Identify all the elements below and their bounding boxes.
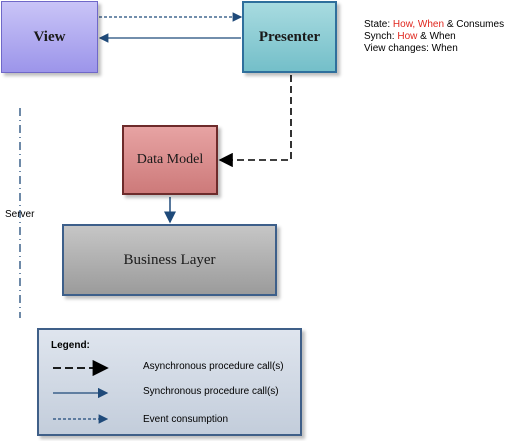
legend-symbols [53, 359, 109, 424]
server-label: Server [5, 209, 35, 220]
presenter-node: Presenter [242, 1, 337, 73]
note-state: State: How, When & Consumes [364, 19, 505, 30]
data-model-node: Data Model [122, 125, 218, 195]
notes: State: How, When & Consumes Synch: How &… [364, 19, 504, 55]
legend-title: Legend: [51, 340, 90, 351]
business-layer-node: Business Layer [62, 224, 277, 296]
legend-event-label: Event consumption [143, 414, 229, 425]
data-model-label: Data Model [136, 152, 204, 167]
view-label: View [33, 28, 66, 45]
note-synch: Synch: How & When [364, 31, 456, 42]
legend: Legend: Asynchronous procedure call(s) S… [37, 328, 302, 436]
legend-async-label: Asynchronous procedure call(s) [143, 361, 284, 372]
note-view-changes: View changes: When [364, 43, 458, 54]
view-node: View [1, 1, 98, 73]
async-arrow-presenter-to-datamodel [218, 75, 292, 168]
presenter-label: Presenter [258, 28, 321, 45]
legend-sync-label: Synchronous procedure call(s) [143, 386, 279, 397]
business-layer-label: Business Layer [123, 251, 216, 268]
